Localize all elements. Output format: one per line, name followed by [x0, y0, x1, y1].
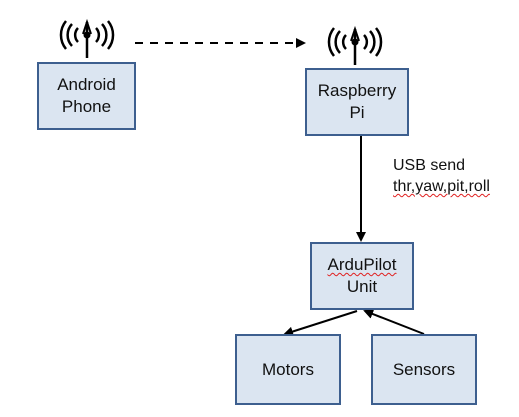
ardupilot-unit-label-line1: ArduPilot — [327, 255, 397, 274]
motors-label: Motors — [262, 359, 314, 379]
wireless-antenna-icon — [59, 18, 115, 58]
ardupilot-unit-node: ArduPilot Unit — [310, 242, 414, 310]
wireless-antenna-icon — [327, 25, 383, 65]
ardupilot-unit-label-line2: Unit — [346, 277, 378, 296]
usb-send-label-line1: USB send — [393, 157, 466, 174]
motors-node: Motors — [235, 334, 341, 405]
android-phone-node: Android Phone — [37, 62, 136, 130]
sensors-label: Sensors — [392, 359, 456, 379]
raspberry-pi-label-line2: Pi — [349, 103, 365, 122]
raspberry-pi-label-line1: Raspberry — [317, 81, 397, 100]
sensors-node: Sensors — [371, 334, 477, 405]
usb-send-label: USB send thr,yaw,pit,roll — [393, 155, 490, 197]
android-phone-label-line2: Phone — [61, 97, 112, 116]
motors-link-arrow — [283, 310, 358, 337]
android-phone-label-line1: Android — [57, 75, 116, 94]
sensors-link-arrow — [363, 309, 425, 335]
raspberry-pi-node: Raspberry Pi — [305, 68, 409, 136]
usb-send-label-line2: thr,yaw,pit,roll — [393, 178, 490, 195]
